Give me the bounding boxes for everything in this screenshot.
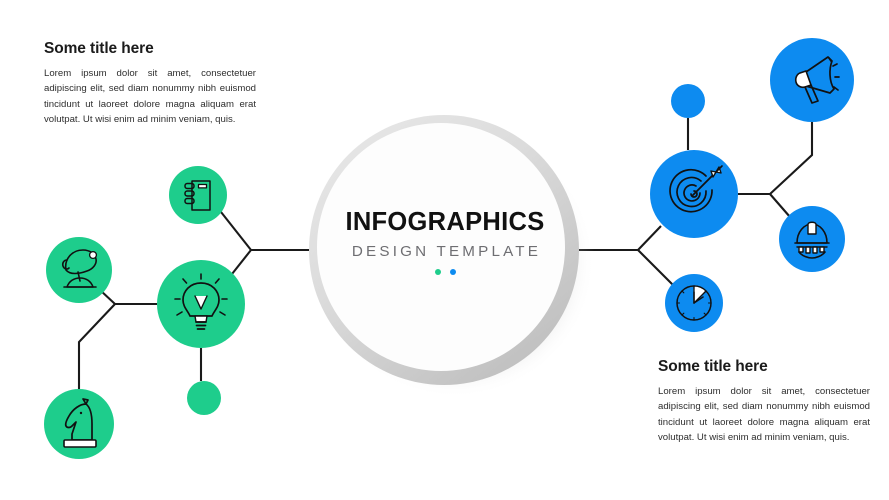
text-block-left-body: Lorem ipsum dolor sit amet, consectetuer… — [44, 67, 256, 126]
node-megaphone[interactable] — [770, 38, 854, 122]
node-helmet[interactable] — [779, 206, 845, 272]
lightbulb-icon — [174, 273, 228, 330]
connector-vertex2-helmet — [769, 193, 791, 218]
connector-vertex-lightbulb — [231, 249, 252, 275]
connector-vertex-notebook — [220, 211, 252, 251]
green-accent-dot[interactable] — [187, 381, 221, 415]
target-icon — [669, 165, 723, 213]
helmet-gear-icon — [794, 221, 830, 259]
blue-accent-dot[interactable] — [671, 84, 705, 118]
node-satellite[interactable] — [46, 237, 112, 303]
connector-vertex2-knight — [77, 303, 116, 389]
node-satellite-circle[interactable] — [46, 237, 112, 303]
text-block-right-title: Some title here — [658, 358, 768, 375]
node-chess-knight[interactable] — [44, 389, 114, 459]
connectors-left — [77, 211, 318, 389]
chess-knight-icon — [63, 398, 97, 448]
text-block-right-body: Lorem ipsum dolor sit amet, consectetuer… — [658, 385, 870, 444]
satellite-icon — [61, 249, 98, 288]
clock-icon — [676, 285, 712, 321]
node-megaphone-circle[interactable] — [770, 38, 854, 122]
node-target[interactable] — [650, 150, 738, 238]
megaphone-icon — [794, 56, 840, 104]
center-circle-face — [317, 123, 565, 371]
connector-vertex2-megaphone — [769, 122, 814, 195]
node-clock[interactable] — [665, 274, 723, 332]
node-chess-knight-circle[interactable] — [44, 389, 114, 459]
text-block-right: Some title here Lorem ipsum dolor sit am… — [658, 358, 870, 446]
notebook-icon — [184, 180, 211, 211]
connector-vertex-clock — [637, 249, 674, 286]
text-block-left: Some title here Lorem ipsum dolor sit am… — [44, 40, 256, 128]
node-helmet-circle[interactable] — [779, 206, 845, 272]
text-block-left-title: Some title here — [44, 40, 154, 57]
node-green-dot[interactable] — [187, 381, 221, 415]
connector-vertex-target — [637, 225, 662, 251]
node-blue-dot[interactable] — [671, 84, 705, 118]
node-lightbulb[interactable] — [157, 260, 245, 348]
connectors-right — [571, 118, 814, 286]
node-notebook-circle[interactable] — [169, 166, 227, 224]
node-notebook[interactable] — [169, 166, 227, 224]
